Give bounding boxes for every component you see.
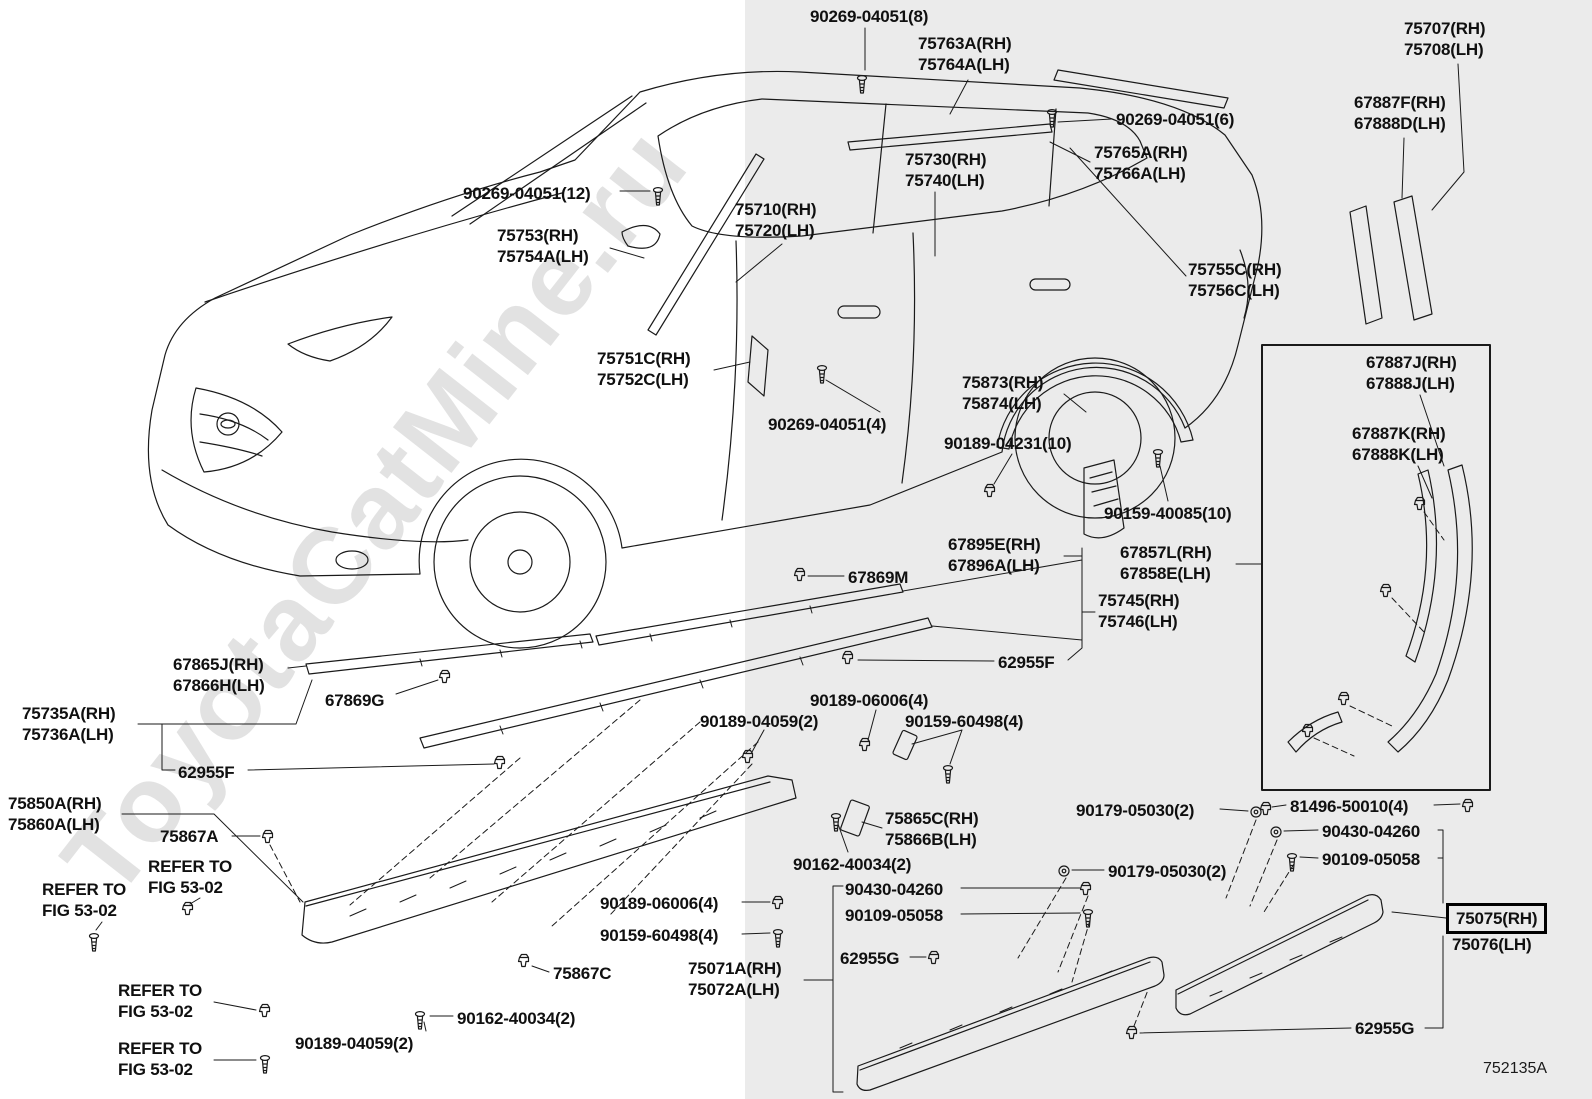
belt-moulding-strips — [305, 583, 933, 749]
part-label: 90159-40085(10) — [1104, 504, 1232, 523]
part-label: 90189-04059(2) — [295, 1034, 414, 1053]
part-label: 90179-05030(2) — [1076, 801, 1195, 820]
part-label: 90159-60498(4) — [600, 926, 719, 945]
mounting-plates — [840, 729, 918, 837]
part-label: 67887K(RH) 67888K(LH) — [1352, 424, 1446, 465]
refer-note: REFER TO FIG 53-02 — [118, 1039, 203, 1080]
part-label: 90109-05058 — [845, 906, 944, 925]
part-label: 90189-06006(4) — [810, 691, 929, 710]
screw-icons — [88, 74, 1298, 1074]
part-label: 75755C(RH) 75756C(LH) — [1188, 260, 1282, 301]
lower-mouldings — [856, 894, 1384, 1091]
part-label: 62955G — [1355, 1019, 1415, 1038]
part-label: 75763A(RH) 75764A(LH) — [918, 34, 1012, 75]
part-label: 67887F(RH) 67888D(LH) — [1354, 93, 1446, 134]
part-label: 75873(RH) 75874(LH) — [962, 373, 1044, 414]
upper-mouldings — [647, 69, 1229, 397]
part-label: 90430-04260 — [845, 880, 944, 899]
part-label: 67857L(RH) 67858E(LH) — [1120, 543, 1212, 584]
part-label: 75751C(RH) 75752C(LH) — [597, 349, 691, 390]
inset-box — [1261, 344, 1491, 791]
part-label: 90189-06006(4) — [600, 894, 719, 913]
refer-note: REFER TO FIG 53-02 — [42, 880, 127, 921]
refer-note: REFER TO FIG 53-02 — [118, 981, 203, 1022]
pillar-applique-strips — [1349, 195, 1433, 325]
part-label: 90269-04051(12) — [463, 184, 591, 203]
part-label: 90189-04059(2) — [700, 712, 819, 731]
refer-note: REFER TO FIG 53-02 — [148, 857, 233, 898]
part-label: 62955F — [998, 653, 1055, 672]
diagram-code: 752135A — [1483, 1060, 1548, 1077]
part-label: 75071A(RH) 75072A(LH) — [688, 959, 782, 1000]
part-label: 90109-05058 — [1322, 850, 1421, 869]
clip-icons — [181, 483, 1474, 1040]
highlighted-part-label: 75075(RH) — [1446, 903, 1548, 935]
car-outline — [147, 70, 1263, 577]
part-label: 90162-40034(2) — [457, 1009, 576, 1028]
rocker-moulding — [301, 775, 797, 944]
part-label: 90179-05030(2) — [1108, 862, 1227, 881]
part-label: 67865J(RH) 67866H(LH) — [173, 655, 265, 696]
part-label: 75865C(RH) 75866B(LH) — [885, 809, 979, 850]
part-label: 67887J(RH) 67888J(LH) — [1366, 353, 1457, 394]
part-label: 75710(RH) 75720(LH) — [735, 200, 817, 241]
part-label: 90162-40034(2) — [793, 855, 912, 874]
part-label: 81496-50010(4) — [1290, 797, 1409, 816]
part-label: 75707(RH) 75708(LH) — [1404, 19, 1486, 60]
part-label: 75076(LH) — [1452, 935, 1532, 954]
part-label: 90189-04231(10) — [944, 434, 1072, 453]
part-label: 67895E(RH) 67896A(LH) — [948, 535, 1041, 576]
part-label: 90269-04051(4) — [768, 415, 887, 434]
part-label: 75765A(RH) 75766A(LH) — [1094, 143, 1188, 184]
part-label: 62955F — [178, 763, 235, 782]
rear-wheel — [1014, 357, 1176, 519]
part-label: 62955G — [840, 949, 900, 968]
front-wheel — [433, 475, 607, 649]
wheel-arch-moulding — [996, 362, 1194, 539]
part-label: 75867C — [553, 964, 612, 983]
dashed-guides — [269, 511, 1445, 1027]
part-label: 75730(RH) 75740(LH) — [905, 150, 987, 191]
part-label: 90269-04051(6) — [1116, 110, 1235, 129]
part-label: 75735A(RH) 75736A(LH) — [22, 704, 116, 745]
part-label: 90159-60498(4) — [905, 712, 1024, 731]
leader-lines — [95, 27, 1465, 1093]
part-label: 67869M — [848, 568, 909, 587]
part-label: 75850A(RH) 75860A(LH) — [8, 794, 102, 835]
part-label: 75745(RH) 75746(LH) — [1098, 591, 1180, 632]
part-label: 90269-04051(8) — [810, 7, 929, 26]
part-label: 75753(RH) 75754A(LH) — [497, 226, 589, 267]
part-label: 67869G — [325, 691, 385, 710]
gray-background-panel — [745, 0, 1592, 1099]
part-label: 75867A — [160, 827, 219, 846]
part-label: 90430-04260 — [1322, 822, 1421, 841]
